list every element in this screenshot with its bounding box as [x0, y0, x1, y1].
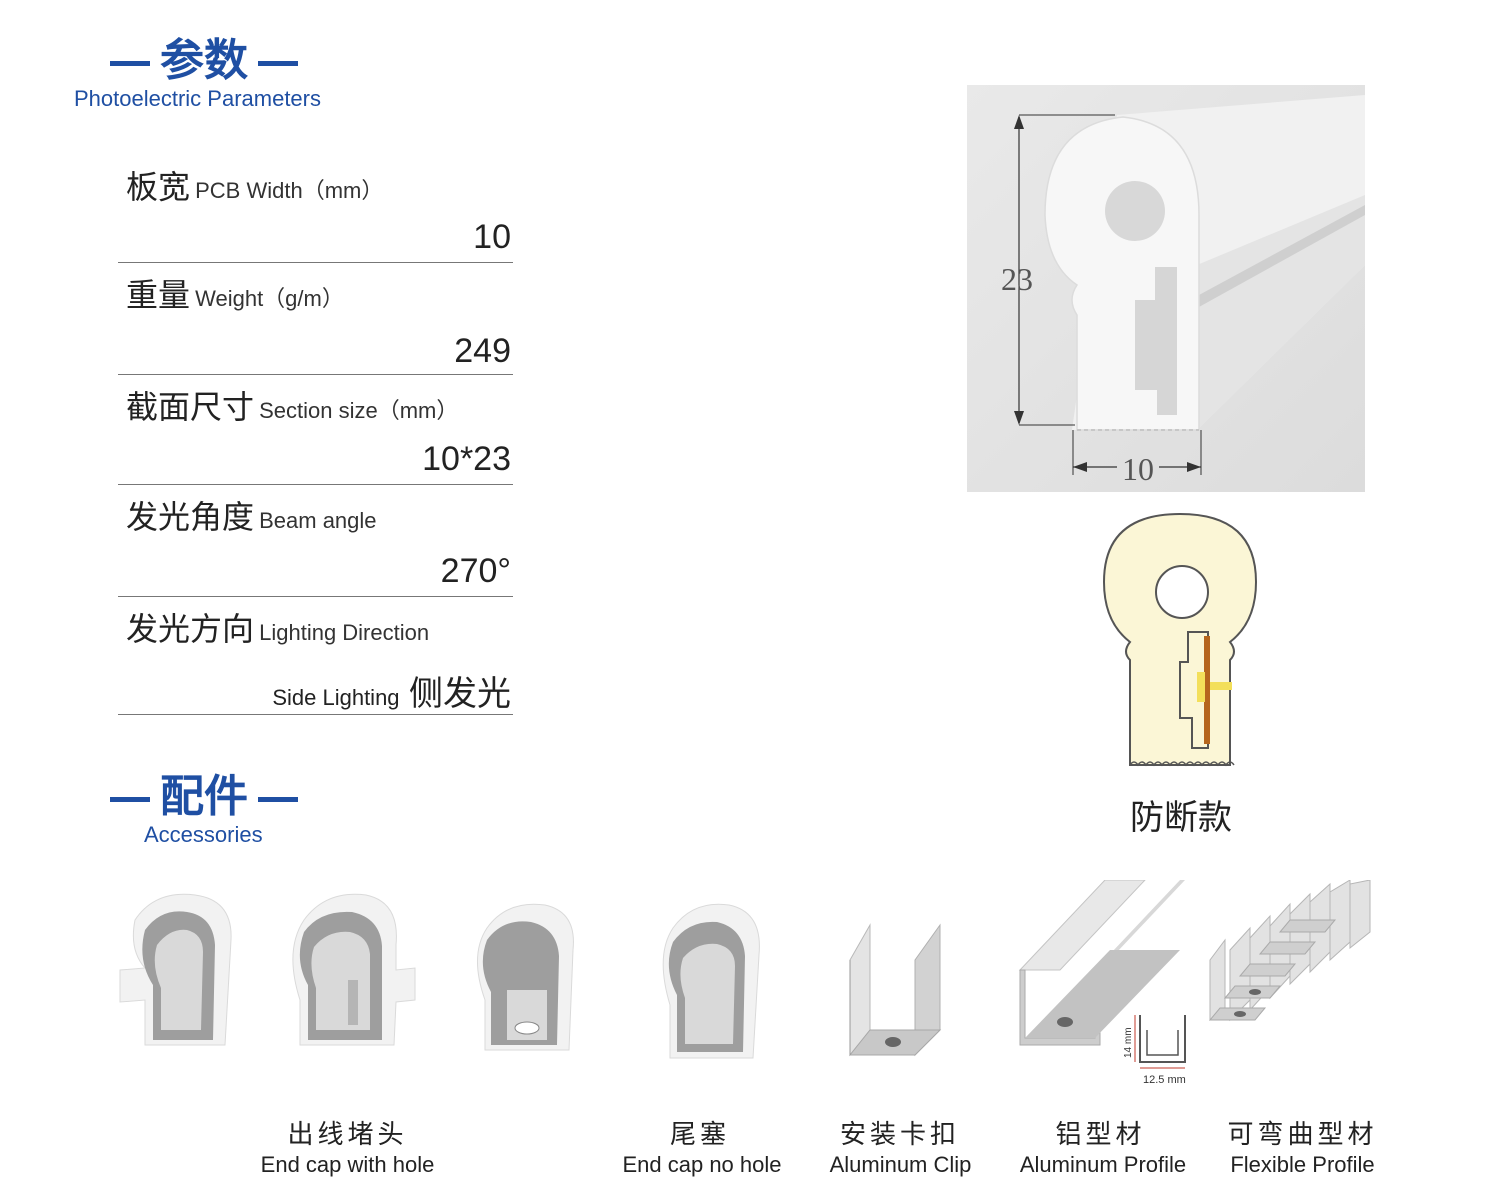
- height-dimension-label: 23: [1001, 261, 1033, 297]
- param-value: 270°: [440, 552, 511, 590]
- anti-break-section-illustration: [1102, 512, 1258, 767]
- accessory-4-name-en: Aluminum Profile: [1019, 1152, 1187, 1177]
- param-row-beam-angle: 发光角度 Beam angle 270°: [118, 486, 513, 597]
- param-row-weight: 重量 Weight（g/m） 249: [118, 264, 513, 375]
- accessory-4-name-cn: 铝型材: [1055, 1120, 1146, 1150]
- end-cap-with-hole-images: [119, 893, 574, 1051]
- variant-label: 防断款: [1130, 798, 1232, 838]
- param-value-en: Side Lighting: [272, 685, 400, 710]
- led-chip: [1197, 672, 1205, 702]
- param-label-cn: 发光方向: [126, 610, 255, 648]
- end-cap-no-hole-image: [662, 903, 760, 1059]
- param-row-section-size: 截面尺寸 Section size（mm） 10*23: [118, 376, 513, 485]
- accessory-2-name-en: End cap no hole: [622, 1152, 782, 1177]
- heading-dash-right: [258, 60, 298, 66]
- accessory-2-name-cn: 尾塞: [669, 1120, 730, 1150]
- section-dimension-diagram: 23 10: [967, 85, 1365, 492]
- aluminum-profile-image: 14 mm 12.5 mm: [1018, 880, 1186, 1086]
- accessory-1-name-en: End cap with hole: [260, 1152, 435, 1177]
- params-title-en: Photoelectric Parameters: [74, 86, 321, 111]
- profile-width-label: 12.5 mm: [1143, 1074, 1186, 1086]
- param-value: Side Lighting 侧发光: [272, 666, 511, 715]
- param-label-cn: 截面尺寸: [126, 388, 255, 426]
- accessories-heading: 配件: [100, 772, 308, 822]
- flexible-profile-image: [1208, 880, 1371, 1022]
- param-label-cn: 重量: [126, 276, 191, 314]
- width-dimension-label: 10: [1122, 451, 1154, 487]
- accessory-3-name-cn: 安装卡扣: [839, 1120, 960, 1150]
- heading-dash-right: [258, 796, 298, 802]
- profile-height-label: 14 mm: [1123, 1027, 1134, 1058]
- heading-dash-left: [110, 796, 150, 802]
- accessory-1-name-cn: 出线堵头: [287, 1120, 408, 1150]
- param-label-cn: 板宽: [126, 168, 191, 206]
- glow-hole: [1155, 565, 1209, 619]
- glow-body: [1102, 512, 1258, 766]
- param-value-cn: 侧发光: [409, 675, 511, 713]
- pcb-strip: [1204, 636, 1210, 744]
- param-label-en: Lighting Direction: [259, 620, 430, 645]
- end-cap-view-3: [476, 903, 574, 1051]
- end-cap-view-2: [292, 893, 416, 1046]
- param-row-lighting-direction: 发光方向 Lighting Direction Side Lighting 侧发…: [118, 598, 513, 715]
- param-label-en: Beam angle: [259, 508, 377, 533]
- accessory-3-name-en: Aluminum Clip: [829, 1152, 972, 1177]
- param-label-cn: 发光角度: [126, 498, 255, 536]
- param-value: 10: [473, 218, 511, 256]
- param-row-pcb-width: 板宽 PCB Width（mm） 10: [118, 158, 513, 263]
- param-value: 10*23: [422, 440, 511, 478]
- param-value: 249: [454, 332, 511, 370]
- accessory-5-name-cn: 可弯曲型材: [1227, 1120, 1378, 1150]
- param-label-en: PCB Width（mm）: [195, 178, 384, 203]
- end-cap-view-1: [119, 893, 232, 1046]
- profile-hole: [1105, 181, 1165, 241]
- param-label-en: Weight（g/m）: [195, 286, 344, 311]
- accessories-title-cn: 配件: [160, 771, 248, 822]
- heading-dash-left: [110, 60, 150, 66]
- accessory-5-name-en: Flexible Profile: [1230, 1152, 1375, 1177]
- aluminum-clip-image: [848, 923, 942, 1057]
- accessories-title-en: Accessories: [144, 822, 263, 847]
- params-title-cn: 参数: [160, 35, 248, 86]
- param-label-en: Section size（mm）: [259, 398, 459, 423]
- params-heading: 参数: [100, 36, 308, 86]
